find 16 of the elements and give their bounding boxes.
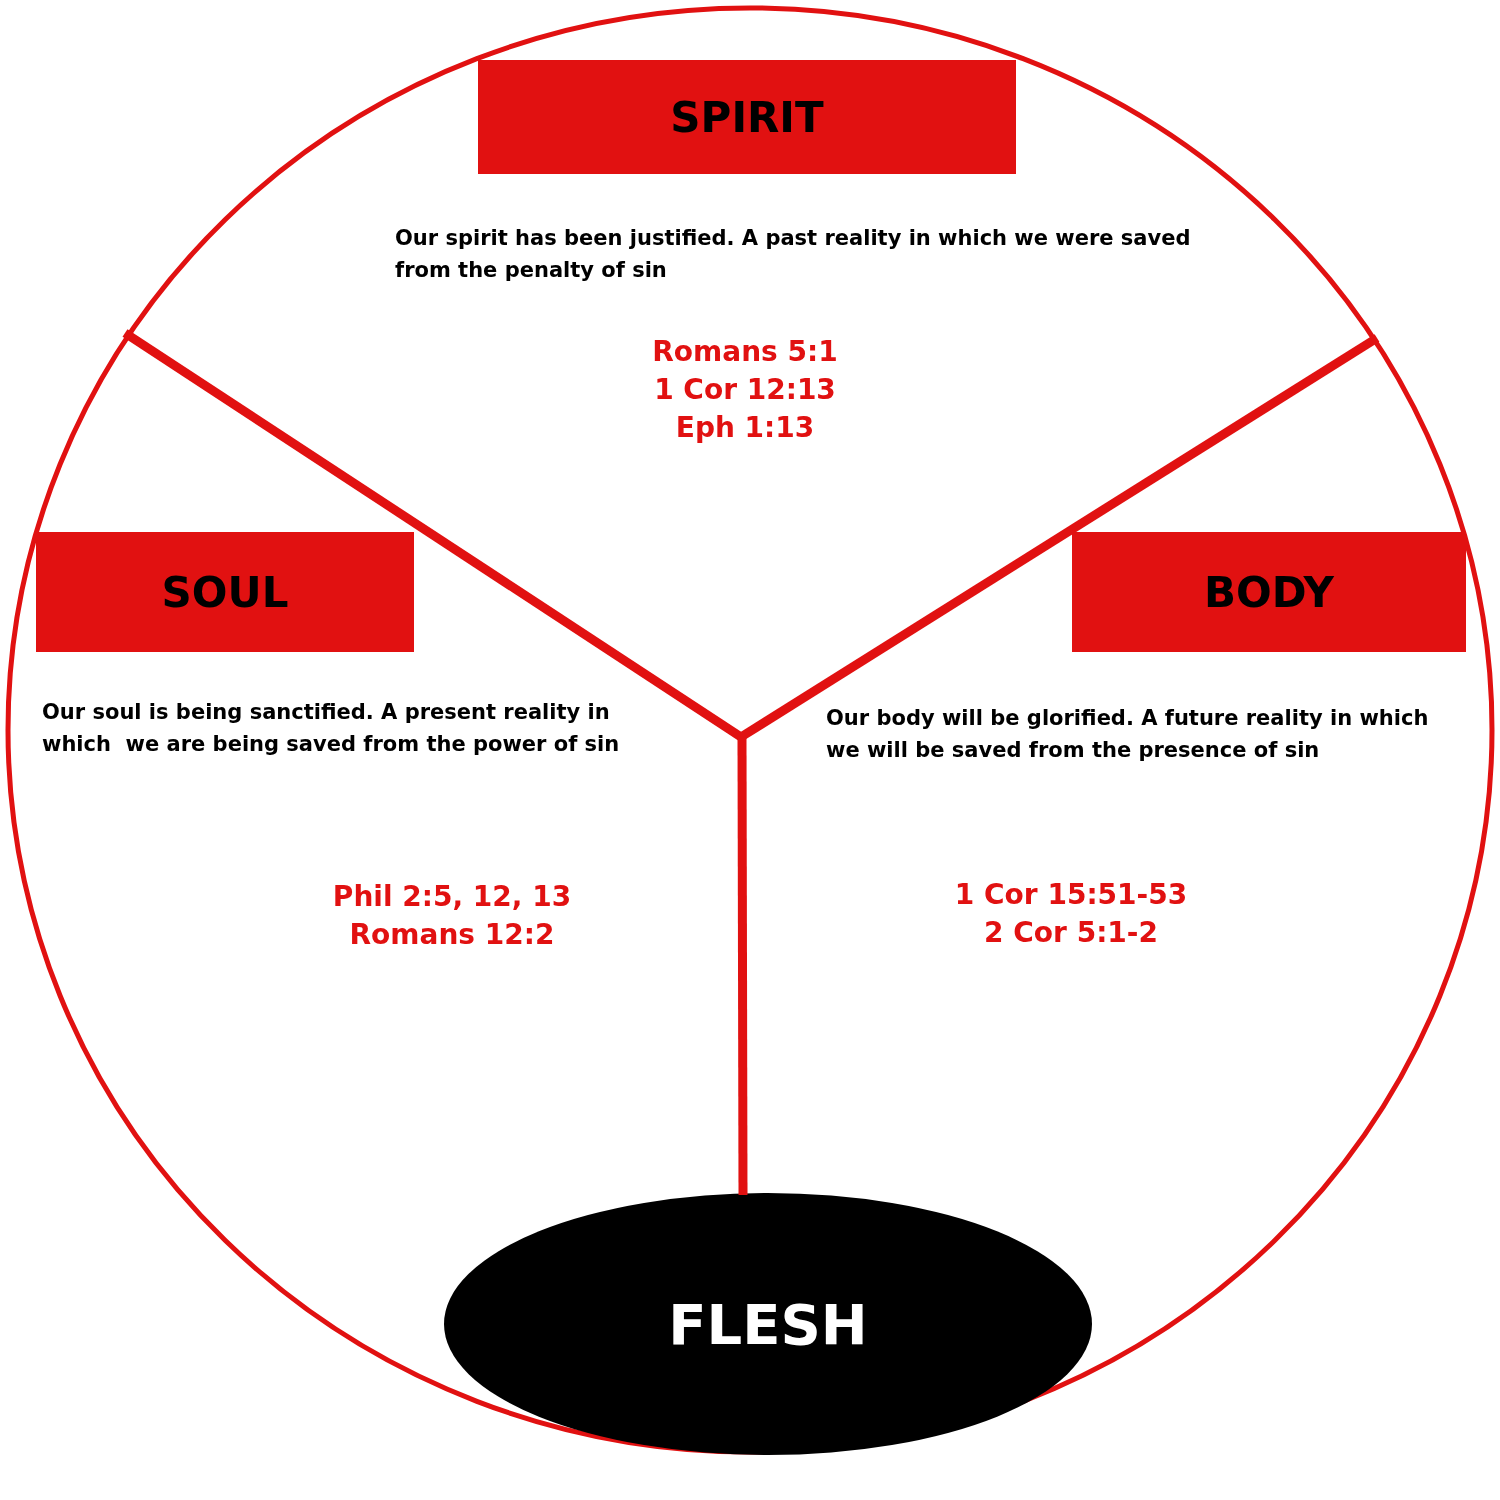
scripture-reference: Eph 1:13 bbox=[675, 411, 815, 444]
scripture-reference: Romans 5:1 bbox=[652, 335, 838, 368]
outer-circle bbox=[5, 5, 1495, 1455]
scripture-reference: Romans 12:2 bbox=[349, 918, 555, 951]
description-text: Our body will be glorified. A future reality in which we will be saved from the presence of sin bbox=[826, 706, 1430, 762]
heading-box: SPIRIT bbox=[478, 60, 1016, 174]
scripture-reference: Phil 2:5, 12, 13 bbox=[332, 880, 572, 913]
flesh-ellipse bbox=[444, 1193, 1092, 1455]
description-text: Our spirit has been justified. A past reality in which we were saved from the penalty of sin bbox=[395, 226, 1192, 282]
ellipse-label: FLESH bbox=[668, 1291, 868, 1357]
scripture-reference: 1 Cor 12:13 bbox=[654, 373, 836, 406]
heading-box: BODY bbox=[1072, 532, 1466, 652]
scripture-reference: 1 Cor 15:51-53 bbox=[954, 878, 1188, 911]
heading-box: SOUL bbox=[36, 532, 414, 652]
scripture-reference: 2 Cor 5:1-2 bbox=[984, 916, 1158, 949]
description-text: Our soul is being sanctified. A present reality in which we are being saved from the power of sin bbox=[42, 700, 620, 756]
